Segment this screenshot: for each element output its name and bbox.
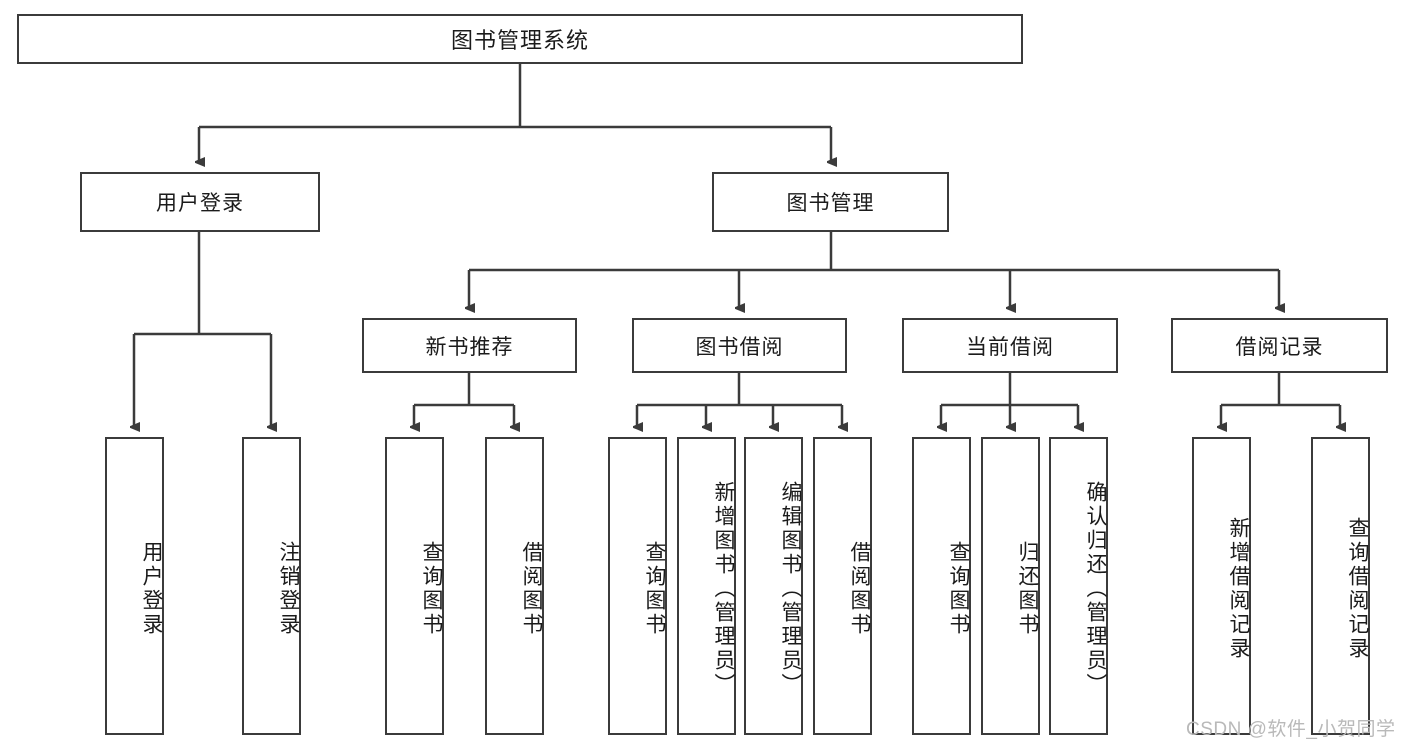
node-leaf-query-book-1[interactable]: 查询图书 bbox=[385, 437, 444, 735]
node-root-label: 图书管理系统 bbox=[450, 28, 589, 53]
node-leaf-query-book-3-label: 查询图书 bbox=[947, 541, 970, 637]
node-leaf-query-book-1-label: 查询图书 bbox=[420, 541, 443, 637]
node-leaf-edit-book[interactable]: 编辑图书（管理员） bbox=[744, 437, 803, 735]
node-leaf-query-book-2-label: 查询图书 bbox=[643, 541, 666, 637]
node-current-borrow-label: 当前借阅 bbox=[966, 335, 1054, 359]
watermark: CSDN @软件_小贺同学 bbox=[1186, 719, 1396, 740]
node-book-borrow-label: 图书借阅 bbox=[695, 335, 784, 359]
node-leaf-borrow-book-2-label: 借阅图书 bbox=[848, 541, 871, 637]
node-leaf-query-record[interactable]: 查询借阅记录 bbox=[1311, 437, 1370, 735]
node-user-login-label: 用户登录 bbox=[156, 192, 244, 215]
node-user-login[interactable]: 用户登录 bbox=[80, 172, 320, 232]
node-leaf-logout-login[interactable]: 注销登录 bbox=[242, 437, 301, 735]
node-leaf-add-record-label: 新增借阅记录 bbox=[1227, 517, 1250, 661]
node-book-manage[interactable]: 图书管理 bbox=[712, 172, 949, 232]
node-root[interactable]: 图书管理系统 bbox=[17, 14, 1023, 64]
node-leaf-confirm-return[interactable]: 确认归还（管理员） bbox=[1049, 437, 1108, 735]
node-leaf-add-book[interactable]: 新增图书（管理员） bbox=[677, 437, 736, 735]
node-borrow-record-label: 借阅记录 bbox=[1235, 335, 1324, 359]
node-leaf-return-book[interactable]: 归还图书 bbox=[981, 437, 1040, 735]
node-book-manage-label: 图书管理 bbox=[786, 192, 875, 215]
node-leaf-edit-book-label: 编辑图书（管理员） bbox=[779, 481, 802, 697]
node-leaf-user-login[interactable]: 用户登录 bbox=[105, 437, 164, 735]
node-leaf-user-login-label: 用户登录 bbox=[140, 541, 163, 637]
node-leaf-return-book-label: 归还图书 bbox=[1016, 541, 1039, 637]
node-borrow-record[interactable]: 借阅记录 bbox=[1171, 318, 1388, 373]
node-leaf-confirm-return-label: 确认归还（管理员） bbox=[1084, 481, 1107, 697]
node-leaf-query-book-2[interactable]: 查询图书 bbox=[608, 437, 667, 735]
node-leaf-query-book-3[interactable]: 查询图书 bbox=[912, 437, 971, 735]
node-new-book-recommend-label: 新书推荐 bbox=[425, 335, 514, 359]
node-leaf-borrow-book-1-label: 借阅图书 bbox=[520, 541, 543, 637]
node-leaf-add-book-label: 新增图书（管理员） bbox=[712, 481, 735, 697]
node-leaf-logout-login-label: 注销登录 bbox=[277, 541, 300, 637]
node-leaf-query-record-label: 查询借阅记录 bbox=[1346, 517, 1369, 661]
node-leaf-borrow-book-1[interactable]: 借阅图书 bbox=[485, 437, 544, 735]
node-new-book-recommend[interactable]: 新书推荐 bbox=[362, 318, 577, 373]
node-leaf-borrow-book-2[interactable]: 借阅图书 bbox=[813, 437, 872, 735]
node-book-borrow[interactable]: 图书借阅 bbox=[632, 318, 847, 373]
node-leaf-add-record[interactable]: 新增借阅记录 bbox=[1192, 437, 1251, 735]
node-current-borrow[interactable]: 当前借阅 bbox=[902, 318, 1118, 373]
